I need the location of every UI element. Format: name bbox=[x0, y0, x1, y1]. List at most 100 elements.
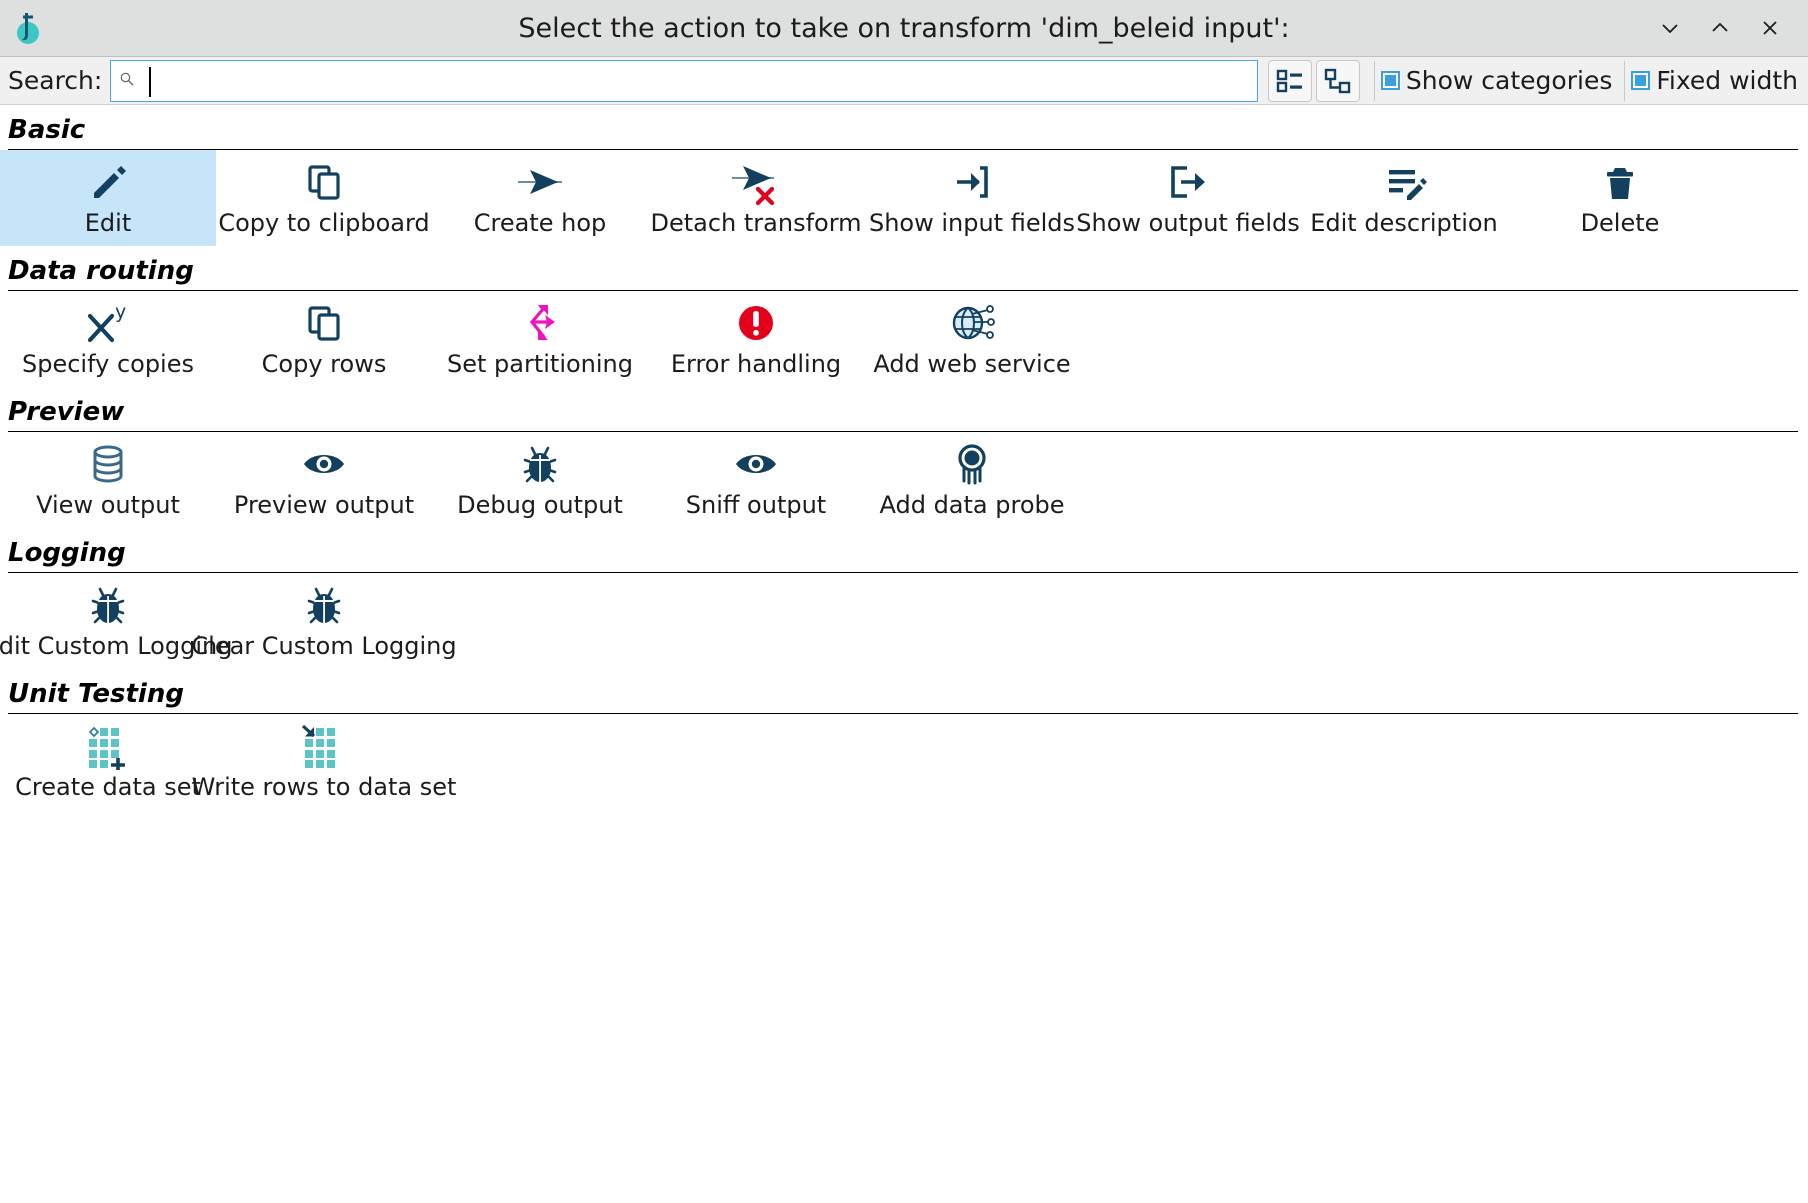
input-fields-icon bbox=[950, 160, 994, 204]
action-item-label: Edit description bbox=[1310, 209, 1498, 237]
action-item-sniff-output[interactable]: Sniff output bbox=[648, 432, 864, 528]
action-item-label: Clear Custom Logging bbox=[191, 632, 457, 660]
bug-icon bbox=[87, 583, 129, 627]
action-item-label: Edit bbox=[84, 209, 132, 237]
show-categories-label: Show categories bbox=[1405, 66, 1613, 95]
bug-icon bbox=[519, 442, 561, 486]
search-field-wrapper[interactable] bbox=[110, 59, 1258, 102]
toolbar-divider-2 bbox=[1624, 60, 1626, 101]
action-item-error-handling[interactable]: Error handling bbox=[648, 291, 864, 387]
text-caret bbox=[149, 66, 152, 97]
action-item-label: Set partitioning bbox=[446, 350, 633, 378]
action-item-set-partitioning[interactable]: Set partitioning bbox=[432, 291, 648, 387]
action-item-label: View output bbox=[36, 491, 180, 519]
action-item-add-data-probe[interactable]: Add data probe bbox=[864, 432, 1080, 528]
output-fields-icon bbox=[1165, 160, 1211, 204]
section-divider bbox=[8, 572, 1798, 573]
copy-icon bbox=[302, 160, 346, 204]
action-item-add-web-service[interactable]: Add web service bbox=[864, 291, 1080, 387]
data-probe-icon bbox=[951, 442, 993, 486]
dataset-write-icon bbox=[298, 724, 350, 768]
section-title: Basic bbox=[8, 115, 86, 145]
hop-logo-icon bbox=[8, 8, 48, 48]
action-item-view-output[interactable]: View output bbox=[0, 432, 216, 528]
action-item-create-data-set[interactable]: Create data set bbox=[0, 714, 216, 810]
close-button[interactable] bbox=[1748, 8, 1792, 48]
action-item-detach-transform[interactable]: Detach transform bbox=[648, 150, 864, 246]
action-item-debug-output[interactable]: Debug output bbox=[432, 432, 648, 528]
action-item-label: Delete bbox=[1580, 209, 1660, 237]
section-divider bbox=[8, 713, 1798, 714]
dataset-create-icon bbox=[82, 724, 134, 770]
database-icon bbox=[86, 442, 130, 486]
search-label: Search: bbox=[8, 66, 103, 95]
eye-icon bbox=[300, 442, 348, 486]
svg-text:y: y bbox=[115, 301, 126, 323]
window-controls bbox=[1648, 8, 1808, 48]
section-items: View output Preview output Debug output Sni… bbox=[0, 432, 1808, 528]
action-item-label: Specify copies bbox=[21, 350, 194, 378]
title-bar: Select the action to take on transform '… bbox=[0, 0, 1808, 57]
section-divider bbox=[8, 149, 1798, 150]
action-item-label: Add data probe bbox=[879, 491, 1065, 519]
action-item-show-input-fields[interactable]: Show input fields bbox=[864, 150, 1080, 246]
action-item-preview-output[interactable]: Preview output bbox=[216, 432, 432, 528]
action-item-label: Error handling bbox=[670, 350, 842, 378]
maximize-button[interactable] bbox=[1698, 8, 1742, 48]
bug-icon bbox=[303, 583, 345, 627]
error-circle-icon bbox=[734, 301, 778, 345]
eye-icon bbox=[732, 442, 780, 486]
action-item-label: Debug output bbox=[457, 491, 623, 519]
action-item-label: Add web service bbox=[873, 350, 1071, 378]
section-title: Unit Testing bbox=[8, 679, 184, 709]
copy-icon bbox=[302, 301, 346, 345]
section-divider bbox=[8, 431, 1798, 432]
x-power-y-icon: y bbox=[82, 301, 134, 345]
action-item-clear-custom-logging[interactable]: Clear Custom Logging bbox=[191, 573, 457, 669]
action-item-write-rows-to-data-set[interactable]: Write rows to data set bbox=[192, 714, 456, 810]
action-item-delete[interactable]: Delete bbox=[1512, 150, 1728, 246]
show-categories-checkbox-box[interactable] bbox=[1380, 71, 1400, 90]
list-view-icon[interactable] bbox=[1267, 59, 1312, 102]
action-item-copy-rows[interactable]: Copy rows bbox=[216, 291, 432, 387]
action-item-create-hop[interactable]: Create hop bbox=[432, 150, 648, 246]
view-mode-toggles bbox=[1258, 59, 1368, 102]
section-title: Preview bbox=[8, 397, 125, 427]
fixed-width-checkbox-box[interactable] bbox=[1631, 71, 1651, 90]
section-title: Logging bbox=[8, 538, 126, 568]
globe-web-service-icon bbox=[947, 301, 997, 345]
action-item-label: Copy to clipboard bbox=[218, 209, 430, 237]
action-item-edit-custom-logging[interactable]: Edit Custom Logging bbox=[0, 573, 232, 669]
action-item-label: Show input fields bbox=[868, 209, 1076, 237]
action-item-label: Detach transform bbox=[650, 209, 862, 237]
minimize-button[interactable] bbox=[1648, 8, 1692, 48]
action-item-show-output-fields[interactable]: Show output fields bbox=[1076, 150, 1300, 246]
tree-view-icon[interactable] bbox=[1315, 59, 1360, 102]
action-item-label: Preview output bbox=[233, 491, 415, 519]
pencil-icon bbox=[86, 160, 130, 204]
trash-icon bbox=[1598, 160, 1642, 204]
action-item-label: Write rows to data set bbox=[191, 773, 457, 801]
description-edit-icon bbox=[1381, 160, 1427, 204]
show-categories-checkbox[interactable]: Show categories bbox=[1380, 66, 1618, 95]
action-item-edit[interactable]: Edit bbox=[0, 150, 216, 246]
hop-arrow-delete-icon bbox=[730, 160, 782, 206]
search-icon bbox=[119, 71, 135, 91]
action-item-label: Copy rows bbox=[261, 350, 387, 378]
action-item-copy-to-clipboard[interactable]: Copy to clipboard bbox=[216, 150, 432, 246]
section-title: Data routing bbox=[8, 256, 194, 286]
action-item-edit-description[interactable]: Edit description bbox=[1296, 150, 1512, 246]
fixed-width-checkbox[interactable]: Fixed width bbox=[1631, 66, 1804, 95]
search-input[interactable] bbox=[141, 61, 1249, 100]
action-item-label: Show output fields bbox=[1076, 209, 1300, 237]
toolbar-divider bbox=[1373, 60, 1375, 101]
